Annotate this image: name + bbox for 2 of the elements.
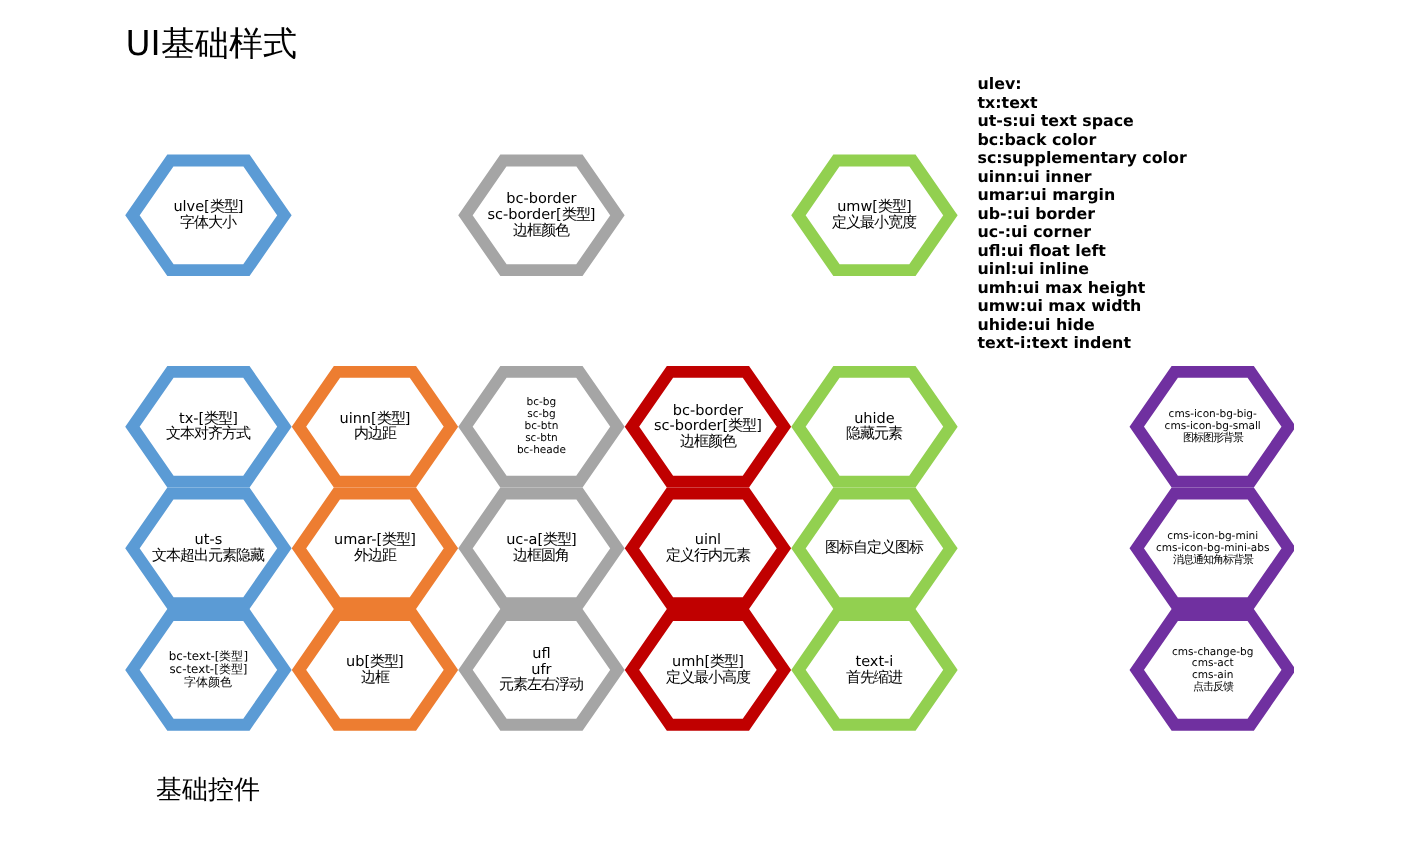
diagram-title: UI基础样式 [125, 24, 297, 65]
label: 基础控件 [156, 776, 261, 807]
